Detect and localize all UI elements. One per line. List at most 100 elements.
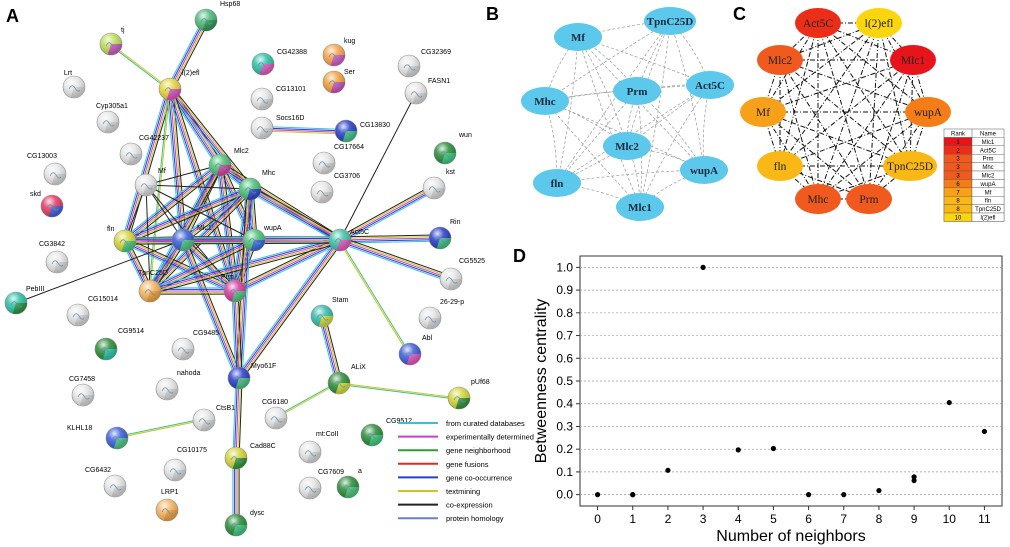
node-c-fln[interactable]: fln xyxy=(757,151,803,181)
node-c-tpnc25d[interactable]: TpnC25D xyxy=(883,151,937,181)
protein-node-cg3842[interactable]: CG3842 xyxy=(39,241,69,274)
protein-node-cg32369[interactable]: CG32369 xyxy=(397,49,451,78)
edge-act5c-rin-4 xyxy=(339,234,440,238)
protein-node-fln[interactable]: fln xyxy=(107,226,137,253)
protein-node-cg9512[interactable]: CG9512 xyxy=(360,418,412,447)
node-c-shape xyxy=(890,45,936,75)
node-c-mlc2[interactable]: Mlc2 xyxy=(757,45,803,75)
protein-node-cg17664[interactable]: CG17664 xyxy=(312,144,364,175)
node-b-act5c[interactable]: Act5C xyxy=(686,71,734,99)
protein-node-cg7458[interactable]: CG7458 xyxy=(69,376,95,407)
protein-node-cg3706[interactable]: CG3706 xyxy=(310,173,360,204)
protein-node-cg9485[interactable]: CG9485 xyxy=(171,330,219,361)
protein-node-act5c[interactable]: Act5C xyxy=(328,228,369,252)
edge-mf-wupa-0 xyxy=(145,184,255,241)
node-label-cg13101: CG13101 xyxy=(276,86,306,93)
node-b-mhc[interactable]: Mhc xyxy=(521,87,569,115)
protein-node-kst[interactable]: kst xyxy=(422,169,455,200)
data-point-2 xyxy=(630,492,636,498)
protein-node-wun[interactable]: wun xyxy=(433,132,472,165)
protein-node-mlc1[interactable]: Mlc1 xyxy=(171,225,212,252)
protein-node-cg13101[interactable]: CG13101 xyxy=(250,86,306,111)
protein-node-cg6180[interactable]: CG6180 xyxy=(262,399,288,430)
node-c-label-prm: Prm xyxy=(859,194,878,206)
protein-node-mt-coii[interactable]: mt:CoII xyxy=(298,431,339,464)
protein-node-cg10175[interactable]: CG10175 xyxy=(163,447,207,482)
protein-node-socs16d[interactable]: Socs16D xyxy=(250,115,304,140)
protein-node-tpnc25d[interactable]: TpnC25D xyxy=(138,270,168,303)
protein-node-cg42388[interactable]: CG42388 xyxy=(251,49,307,76)
protein-node-pebiii[interactable]: PebIII xyxy=(4,286,44,315)
protein-node-puf68[interactable]: pUf68 xyxy=(447,379,490,410)
protein-node-lrt[interactable]: Lrt xyxy=(62,70,86,99)
protein-node-ser[interactable]: Ser xyxy=(322,69,356,94)
node-c-label-fln: fln xyxy=(774,161,787,173)
node-b-wupa[interactable]: wupA xyxy=(680,156,728,184)
protein-node-tj[interactable]: tj xyxy=(99,27,125,56)
protein-node-mhc[interactable]: Mhc xyxy=(238,170,276,201)
protein-node-kug[interactable]: kug xyxy=(322,38,355,67)
node-c-wupa[interactable]: wupA xyxy=(905,97,951,127)
protein-node-l-2-efl[interactable]: l(2)efl xyxy=(158,70,200,101)
node-b-mf[interactable]: Mf xyxy=(554,23,602,51)
protein-node-26-29-p[interactable]: 26-29-p xyxy=(418,299,464,330)
protein-node-fasn1[interactable]: FASN1 xyxy=(404,78,450,105)
edge-fln-prm-3 xyxy=(123,243,234,295)
protein-node-stam[interactable]: Stam xyxy=(310,297,349,328)
node-c-act5c[interactable]: Act5C xyxy=(795,8,841,38)
structure-icon xyxy=(304,450,317,457)
protein-node-cg6432[interactable]: CG6432 xyxy=(85,467,127,498)
protein-node-cg13003[interactable]: CG13003 xyxy=(27,153,67,186)
protein-node-klhl18[interactable]: KLHL18 xyxy=(67,425,129,450)
node-c-label-act5c: Act5C xyxy=(803,18,833,30)
protein-node-a[interactable]: a xyxy=(336,468,362,499)
protein-node-cg9514[interactable]: CG9514 xyxy=(94,328,144,361)
edge-mhc-fln-2 xyxy=(125,190,251,243)
node-label-cg3706: CG3706 xyxy=(334,173,360,180)
protein-node-wupa[interactable]: wupA xyxy=(242,225,282,252)
edge-mhc-act5c-1 xyxy=(248,189,340,242)
node-label-cg32369: CG32369 xyxy=(421,49,451,56)
protein-node-prm[interactable]: Prm xyxy=(221,274,247,303)
protein-node-dysc[interactable]: dysc xyxy=(224,510,265,537)
node-c-prm[interactable]: Prm xyxy=(846,184,892,214)
structure-icon xyxy=(198,418,211,425)
protein-node-cyp305a1[interactable]: Cyp305a1 xyxy=(96,103,128,134)
node-c-mf[interactable]: Mf xyxy=(740,97,786,127)
node-b-mlc2[interactable]: Mlc2 xyxy=(603,132,651,160)
protein-node-abl[interactable]: Abl xyxy=(398,335,433,366)
y-tick-label-0-2: 0.2 xyxy=(556,442,573,456)
node-c-l-2-efl[interactable]: l(2)efl xyxy=(856,8,902,38)
protein-node-alix[interactable]: ALiX xyxy=(327,364,366,395)
protein-node-hsp68[interactable]: Hsp68 xyxy=(194,1,240,32)
node-c-mhc[interactable]: Mhc xyxy=(795,184,841,214)
node-b-prm[interactable]: Prm xyxy=(613,77,661,105)
edge-act5c-kst-4 xyxy=(338,184,433,238)
protein-node-mlc2[interactable]: Mlc2 xyxy=(208,148,249,177)
edge-act5c-kst-3 xyxy=(341,190,436,244)
node-b-tpnc25d[interactable]: TpnC25D xyxy=(644,7,696,35)
protein-node-cg15014[interactable]: CG15014 xyxy=(66,296,118,327)
protein-node-skd[interactable]: skd xyxy=(30,191,64,218)
protein-node-mf[interactable]: Mf xyxy=(134,168,166,197)
node-label-puf68: pUf68 xyxy=(471,379,490,386)
node-b-shape xyxy=(554,23,602,51)
node-b-fln[interactable]: fln xyxy=(533,169,581,197)
protein-node-lrp1[interactable]: LRP1 xyxy=(155,489,179,522)
protein-node-ctsb1[interactable]: CtsB1 xyxy=(192,405,235,432)
protein-node-cg42237[interactable]: CG42237 xyxy=(119,135,169,166)
protein-node-myo61f[interactable]: Myo61F xyxy=(227,363,276,390)
node-c-mlc1[interactable]: Mlc1 xyxy=(890,45,936,75)
protein-node-cg7609[interactable]: CG7609 xyxy=(298,469,344,500)
protein-node-rin[interactable]: Rin xyxy=(428,219,461,250)
protein-node-cad88c[interactable]: Cad88C xyxy=(224,443,276,470)
node-b-mlc1[interactable]: Mlc1 xyxy=(616,193,664,221)
protein-node-cg13830[interactable]: CG13830 xyxy=(334,119,390,143)
edge-b-mf-mlc1 xyxy=(577,36,641,208)
edge-socs16d-cg13830-2 xyxy=(261,128,346,133)
protein-node-nahoda[interactable]: nahoda xyxy=(155,370,200,401)
protein-node-cg5525[interactable]: CG5525 xyxy=(439,258,485,291)
x-tick-label-8: 8 xyxy=(876,512,883,526)
node-label-stam: Stam xyxy=(332,297,349,304)
edge-prm-act5c-0 xyxy=(234,239,341,292)
